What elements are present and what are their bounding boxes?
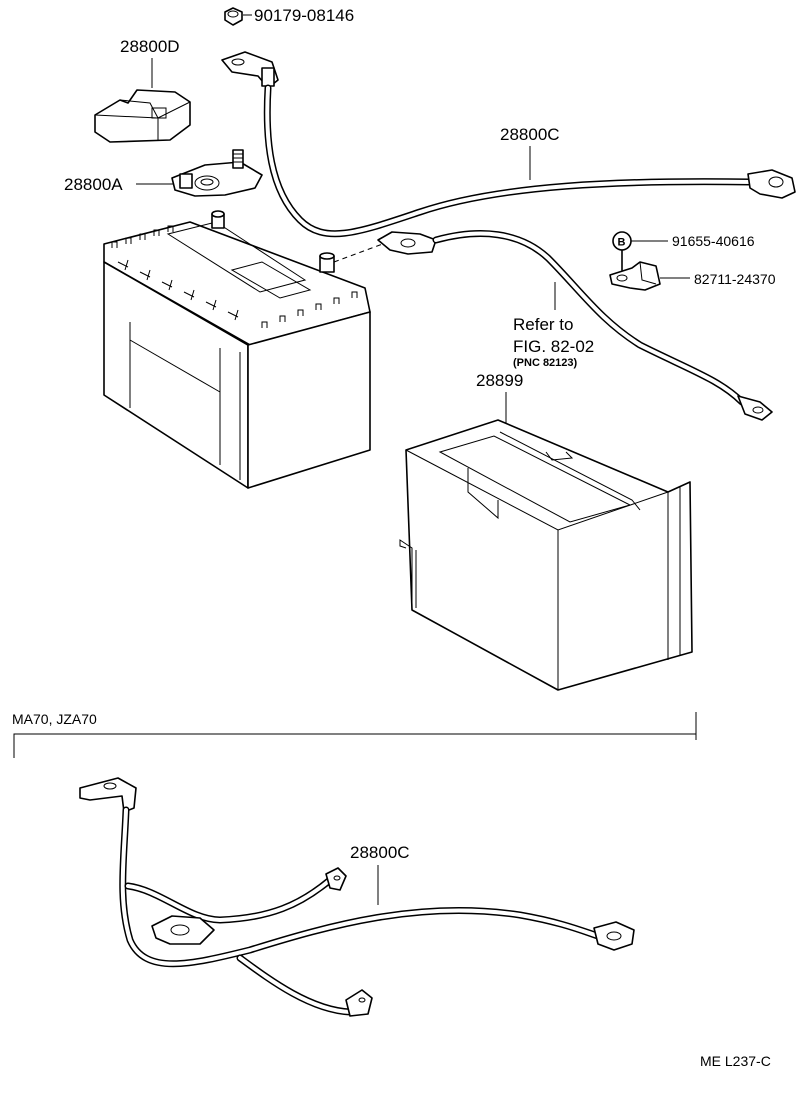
- cover-part-number: 28800D: [120, 37, 180, 56]
- reference-note: Refer to FIG. 82-02 (PNC 82123): [513, 315, 594, 369]
- variant-section: MA70, JZA70: [12, 711, 697, 758]
- battery: [103, 210, 389, 489]
- main-cable-part-number: 28800C: [500, 125, 560, 144]
- terminal-cover-part: 28800D: [94, 37, 191, 143]
- bolt-part: B 91655-40616: [612, 231, 755, 271]
- nut-part: 90179-08146: [224, 6, 354, 26]
- bracket-part-number: 82711-24370: [694, 271, 776, 287]
- alt-cable-part-number: 28800C: [350, 843, 410, 862]
- terminal-clamp-part: 28800A: [64, 149, 263, 197]
- bracket-part: 82711-24370: [609, 261, 776, 291]
- alt-cable-part: 28800C: [79, 777, 635, 1017]
- main-cable-part: 28800C: [221, 51, 796, 238]
- tray-part-number: 28899: [476, 371, 523, 390]
- bolt-part-number: 91655-40616: [672, 233, 755, 249]
- diagram-code: ME L237-C: [700, 1053, 771, 1069]
- nut-part-number: 90179-08146: [254, 6, 354, 25]
- clamp-part-number: 28800A: [64, 175, 123, 194]
- reference-line-2: FIG. 82-02: [513, 337, 594, 356]
- bolt-marker: B: [618, 237, 626, 249]
- reference-line-3: (PNC 82123): [513, 357, 578, 369]
- variant-label: MA70, JZA70: [12, 711, 97, 727]
- negative-cable: [377, 230, 773, 421]
- battery-tray-part: 28899: [399, 371, 693, 691]
- reference-line-1: Refer to: [513, 315, 573, 334]
